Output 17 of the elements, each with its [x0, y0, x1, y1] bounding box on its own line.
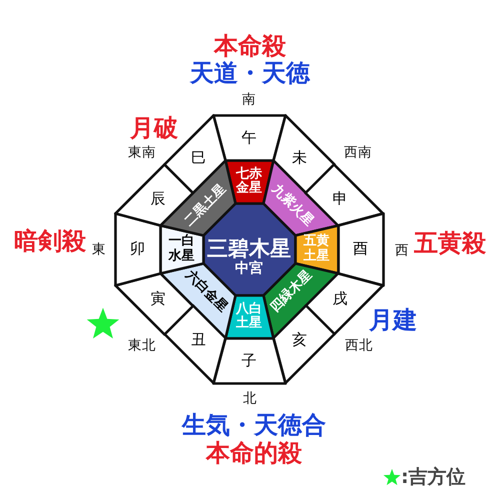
direction-label: 西 — [395, 244, 409, 258]
annotation-text: 月建 — [369, 306, 417, 334]
annotation-text: 暗剣殺 — [14, 228, 86, 254]
direction-label: 東南 — [128, 146, 156, 160]
direction-label: 南 — [242, 92, 256, 108]
annotation-text: 五黄殺 — [414, 230, 486, 256]
direction-label: 西南 — [344, 146, 372, 160]
direction-label: 西北 — [345, 338, 373, 354]
legend-text: :吉方位 — [401, 466, 466, 488]
annotation-text: 月破 — [130, 114, 178, 142]
direction-label: 東 — [92, 242, 106, 258]
annotation-text: 生気・天徳合 — [182, 412, 326, 438]
annotation-text: 本命殺 — [214, 32, 286, 60]
annotation-text: 本命的殺 — [206, 440, 302, 466]
annotation-text: 天道・天徳 — [190, 60, 310, 86]
direction-label: 東北 — [128, 338, 156, 354]
direction-label: 北 — [243, 392, 257, 406]
